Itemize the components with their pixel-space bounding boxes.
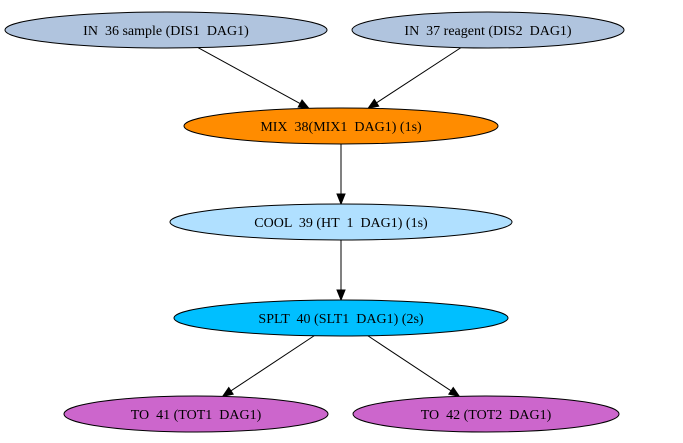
node-in36[interactable]: IN 36 sample (DIS1 DAG1): [4, 11, 328, 49]
arrowhead: [367, 98, 380, 110]
node-label: IN 36 sample (DIS1 DAG1): [83, 24, 249, 39]
node-shape: [173, 299, 509, 337]
edge-line: [197, 47, 301, 105]
edge-line: [376, 47, 462, 104]
edges-layer: [197, 47, 462, 398]
node-label: TO 41 (TOT1 DAG1): [131, 408, 262, 423]
node-to42[interactable]: TO 42 (TOT2 DAG1): [352, 395, 620, 433]
node-label: TO 42 (TOT2 DAG1): [421, 408, 552, 423]
edge-mix38-to-cool39: [336, 144, 346, 206]
nodes-layer: IN 36 sample (DIS1 DAG1) IN 37 reagent (D…: [4, 11, 625, 433]
node-label: MIX 38(MIX1 DAG1) (1s): [260, 120, 422, 135]
arrowhead: [221, 386, 234, 398]
node-label: SPLT 40 (SLT1 DAG1) (2s): [258, 312, 424, 327]
node-shape: [183, 107, 499, 145]
arrowhead: [297, 99, 311, 110]
node-label: COOL 39 (HT 1 DAG1) (1s): [254, 216, 428, 231]
node-splt40[interactable]: SPLT 40 (SLT1 DAG1) (2s): [173, 299, 509, 337]
arrowhead: [336, 289, 346, 302]
node-label: IN 37 reagent (DIS2 DAG1): [404, 24, 572, 39]
node-shape: [4, 11, 328, 49]
edge-splt40-to-to41: [221, 335, 315, 398]
node-shape: [63, 395, 329, 433]
node-mix38[interactable]: MIX 38(MIX1 DAG1) (1s): [183, 107, 499, 145]
edge-line: [230, 335, 315, 392]
edge-in36-to-mix38: [197, 47, 311, 110]
node-shape: [169, 203, 513, 241]
node-shape: [352, 395, 620, 433]
arrowhead: [447, 386, 461, 398]
edge-cool39-to-splt40: [336, 240, 346, 302]
edge-in37-to-mix38: [367, 47, 462, 110]
node-in37[interactable]: IN 37 reagent (DIS2 DAG1): [351, 11, 625, 49]
arrowhead: [336, 193, 346, 206]
node-cool39[interactable]: COOL 39 (HT 1 DAG1) (1s): [169, 203, 513, 241]
edge-line: [367, 335, 452, 392]
node-to41[interactable]: TO 41 (TOT1 DAG1): [63, 395, 329, 433]
node-shape: [351, 11, 625, 49]
edge-splt40-to-to42: [367, 335, 461, 398]
